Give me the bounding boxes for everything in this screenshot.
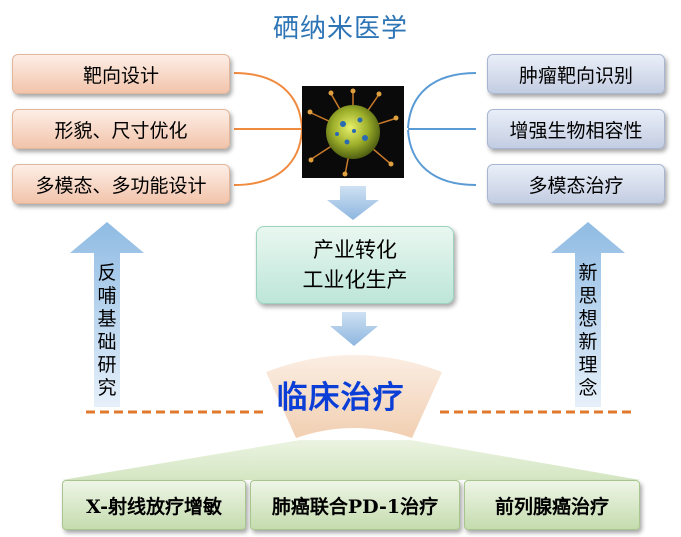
- left-connector-lines: [234, 73, 302, 185]
- left-item-multimodal-design: 多模态、多功能设计: [12, 164, 230, 204]
- center-line-2: 工业化生产: [303, 265, 408, 295]
- bottom-item-label: X-射线放疗增敏: [86, 492, 222, 519]
- bottom-item-radiosensitization: X-射线放疗增敏: [62, 480, 246, 530]
- clinic-spread: [62, 440, 640, 480]
- bottom-item-prostate-cancer: 前列腺癌治疗: [464, 480, 640, 530]
- bottom-item-label: 前列腺癌治疗: [495, 492, 609, 519]
- left-item-targeted-design: 靶向设计: [12, 54, 230, 94]
- right-item-tumor-targeting: 肿瘤靶向识别: [487, 54, 665, 94]
- selenium-nanoparticle-icon: [302, 86, 404, 178]
- left-item-morphology: 形貌、尺寸优化: [12, 109, 230, 149]
- right-connector-lines: [408, 73, 476, 185]
- bottom-item-label: 肺癌联合PD-1治疗: [272, 492, 438, 519]
- bottom-item-lung-cancer: 肺癌联合PD-1治疗: [250, 480, 460, 530]
- right-item-label: 多模态治疗: [528, 171, 623, 198]
- center-line-1: 产业转化: [313, 235, 397, 265]
- down-arrow-middle: [330, 312, 378, 346]
- left-item-label: 靶向设计: [83, 61, 159, 88]
- right-item-label: 肿瘤靶向识别: [519, 61, 633, 88]
- right-item-label: 增强生物相容性: [509, 116, 642, 143]
- down-arrow-top: [327, 186, 379, 220]
- industrialization-box: 产业转化 工业化生产: [256, 226, 454, 304]
- right-item-biocompatibility: 增强生物相容性: [487, 109, 665, 149]
- right-item-multimodal-therapy: 多模态治疗: [487, 164, 665, 204]
- left-item-label: 形貌、尺寸优化: [54, 116, 187, 143]
- clinic-label: 临床治疗: [0, 372, 681, 417]
- left-item-label: 多模态、多功能设计: [35, 171, 206, 198]
